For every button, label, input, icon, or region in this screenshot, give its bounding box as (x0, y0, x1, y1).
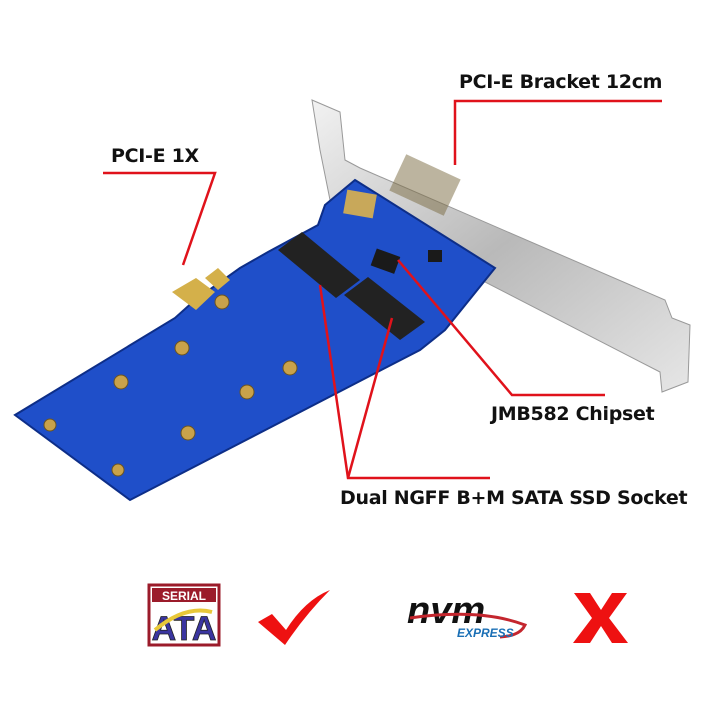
standoff-holes (43, 294, 298, 477)
bracket-callout: PCI-E Bracket 12cm (459, 71, 663, 93)
svg-text:SERIAL: SERIAL (162, 589, 206, 603)
x-icon (573, 593, 628, 643)
check-icon (258, 590, 330, 645)
pcie-1x-callout: PCI-E 1X (111, 145, 199, 167)
jmb582-chip (370, 248, 401, 274)
m2-socket-2 (344, 277, 425, 340)
nvm-express-logo: nvm EXPRESS (407, 590, 528, 640)
svg-text:nvm: nvm (407, 590, 485, 632)
m2-socket-1 (278, 232, 360, 298)
svg-text:EXPRESS: EXPRESS (457, 626, 514, 640)
chipset-callout: JMB582 Chipset (491, 403, 655, 425)
serial-ata-logo: SERIAL ATA (147, 583, 221, 648)
pcb-board (13, 178, 497, 502)
socket-callout: Dual NGFF B+M SATA SSD Socket (340, 487, 688, 509)
callout-lines (103, 99, 662, 480)
svg-text:ATA: ATA (152, 610, 217, 648)
pcie-gold-fingers (172, 278, 215, 310)
